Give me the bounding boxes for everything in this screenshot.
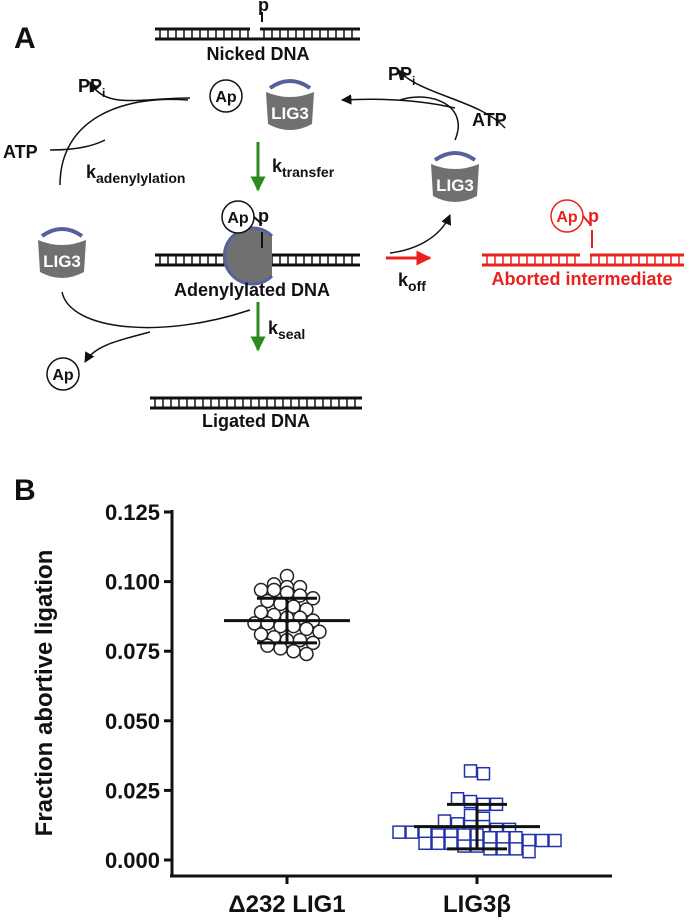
y-tick-label: 0.125 — [105, 500, 160, 525]
data-point — [457, 828, 471, 842]
data-point — [392, 825, 406, 839]
y-ticks: 0.000 0.025 0.050 0.075 0.100 0.125 — [105, 500, 172, 873]
nicked-dna: p Nicked DNA — [155, 0, 360, 64]
adenylylation-arrow-upper — [59, 98, 189, 186]
lig3-adenylated-enzyme: LIG3 Ap — [209, 79, 314, 130]
error-bars — [224, 596, 540, 851]
data-points — [247, 568, 562, 859]
lig3-label: LIG3 — [271, 104, 309, 123]
aborted-phosphate: p — [588, 206, 599, 226]
atp-right: ATP — [472, 110, 507, 130]
data-point — [299, 646, 314, 662]
x-ticks: Δ232 LIG1 LIG3β — [228, 876, 511, 918]
amp-release-arrow — [84, 331, 151, 363]
data-point — [496, 830, 510, 845]
lig3-enzyme-right: LIG3 — [431, 151, 479, 202]
ppi-left: PPi — [78, 76, 105, 100]
adenylylated-dna: Ap p Adenylylated DNA — [155, 200, 360, 300]
data-point — [431, 836, 445, 851]
data-point — [476, 766, 491, 781]
atp-input-left — [49, 139, 106, 151]
data-point — [483, 830, 497, 845]
aborted-intermediate: Ap p Aborted intermediate — [482, 199, 684, 289]
aborted-label: Aborted intermediate — [491, 269, 672, 289]
k-transfer: ktransfer — [272, 156, 335, 180]
k-seal: kseal — [268, 318, 305, 342]
scatter-chart: 0.000 0.025 0.050 0.075 0.100 0.125 Δ232 LIG1… — [31, 500, 612, 918]
amp-circle-top — [209, 79, 243, 113]
data-point — [286, 643, 301, 659]
data-point — [522, 833, 536, 848]
amp-label-dna: Ap — [227, 210, 249, 227]
release-arrow — [389, 214, 452, 254]
lig3-enzyme-left: LIG3 — [38, 227, 86, 278]
x-tick-label: LIG3β — [443, 891, 511, 918]
lig3-label: LIG3 — [436, 176, 474, 195]
nicked-phosphate: p — [258, 0, 269, 15]
data-point — [463, 808, 478, 823]
amp-label-top: Ap — [215, 89, 237, 106]
data-point — [463, 764, 478, 778]
data-point — [522, 844, 536, 859]
y-tick-label: 0.100 — [105, 570, 160, 595]
data-point — [509, 842, 523, 856]
adenylylated-dna-label: Adenylylated DNA — [174, 280, 330, 300]
lig3-label: LIG3 — [43, 252, 81, 271]
atp-input-right — [399, 96, 459, 141]
y-tick-label: 0.025 — [105, 778, 160, 803]
ppi-release-arrow-left — [89, 81, 191, 102]
data-point — [312, 624, 327, 639]
amp-label-aborted: Ap — [556, 209, 578, 226]
k-adenylylation: kadenylylation — [86, 162, 185, 186]
adenylylated-phosphate: p — [258, 206, 269, 226]
y-tick-label: 0.000 — [105, 848, 160, 873]
data-point — [260, 638, 275, 653]
ppi-release-arrow-right — [397, 69, 506, 129]
k-off: koff — [398, 270, 426, 294]
ppi-right: PPi — [388, 64, 415, 88]
data-point — [405, 825, 419, 839]
seal-return-arrow — [61, 291, 251, 329]
y-axis-label: Fraction abortive ligation — [31, 550, 58, 837]
amp-label-released: Ap — [52, 367, 74, 384]
readenylylation-arrow — [340, 94, 456, 109]
data-point — [535, 833, 549, 848]
ligated-dna-label: Ligated DNA — [202, 411, 310, 431]
y-tick-label: 0.075 — [105, 639, 160, 664]
data-point — [548, 833, 562, 848]
panel-b-label: B — [14, 474, 36, 507]
amp-circle-released — [46, 357, 80, 391]
data-point — [418, 836, 432, 851]
atp-left: ATP — [3, 142, 38, 162]
panel-a-label: A — [14, 22, 36, 55]
data-point — [509, 830, 523, 845]
nicked-dna-label: Nicked DNA — [206, 44, 309, 64]
x-tick-label: Δ232 LIG1 — [228, 891, 345, 918]
lig3-bound-enzyme — [222, 226, 274, 286]
ligated-dna: Ligated DNA — [150, 396, 362, 431]
y-tick-label: 0.050 — [105, 709, 160, 734]
